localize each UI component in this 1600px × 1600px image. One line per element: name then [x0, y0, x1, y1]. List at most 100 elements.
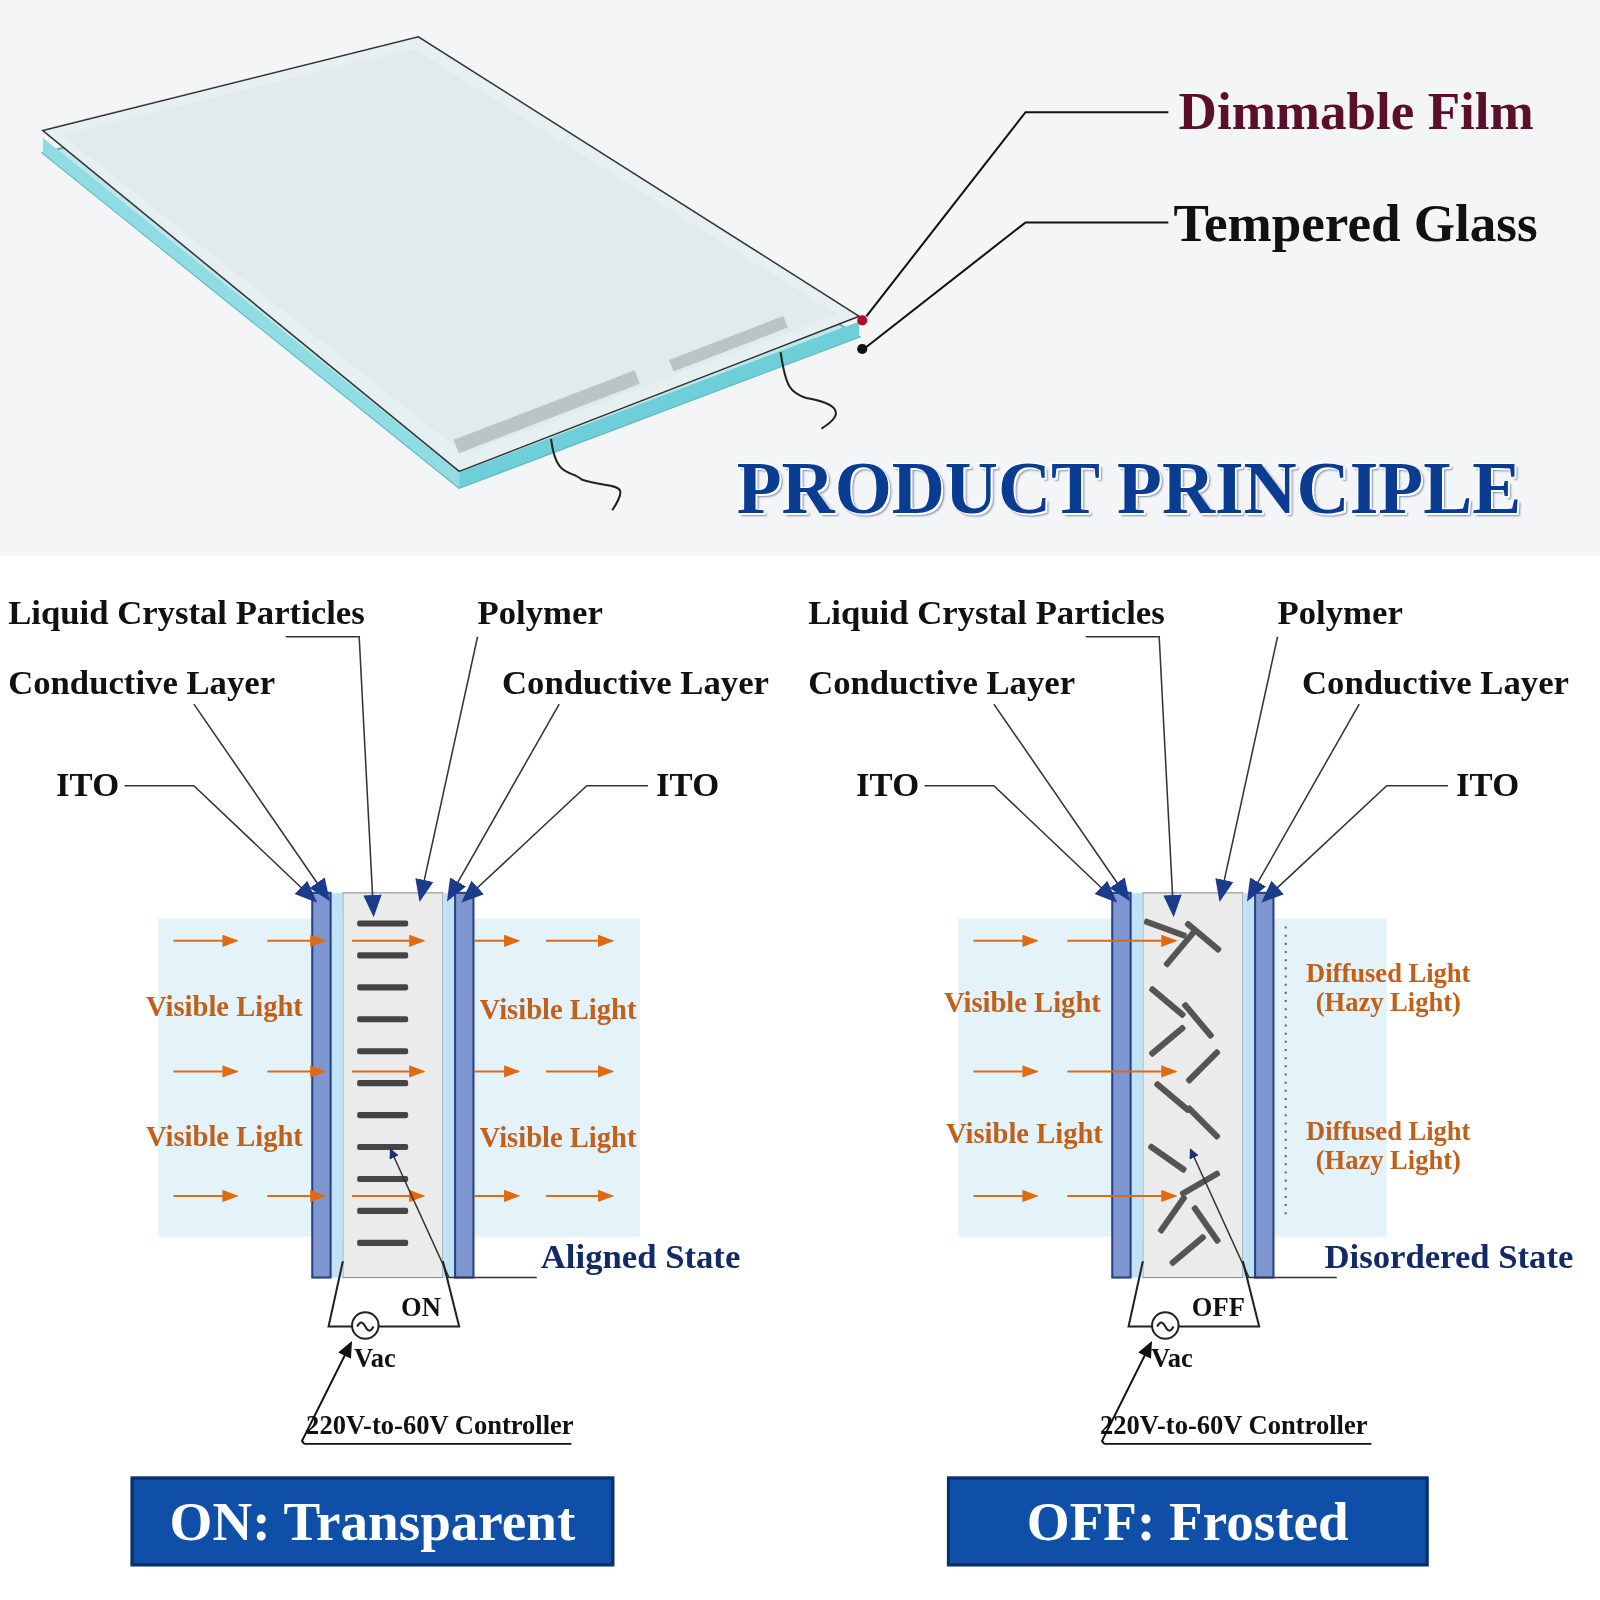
liquid-crystal	[1191, 1204, 1222, 1244]
liquid-crystal	[1185, 1104, 1221, 1140]
leader-line	[1220, 637, 1277, 898]
light-ray	[474, 1070, 518, 1072]
wire	[329, 1261, 352, 1326]
light-label: Visible Light	[946, 1118, 1103, 1149]
ito-layer	[312, 893, 330, 1278]
ito-layer	[1112, 893, 1130, 1278]
liquid-crystal	[357, 1144, 408, 1150]
liquid-crystal	[1143, 918, 1187, 939]
underline	[304, 1443, 571, 1445]
wire	[1179, 1261, 1260, 1326]
light-ray	[267, 940, 324, 942]
light-label: Visible Light	[146, 992, 303, 1023]
liquid-crystal	[1148, 1024, 1186, 1058]
ito-layer	[1255, 893, 1273, 1278]
light-ray	[973, 1195, 1036, 1197]
light-ray	[352, 1070, 423, 1072]
leader-line	[1191, 1150, 1337, 1278]
haze-dots	[1285, 927, 1287, 1215]
polymer-layer	[343, 893, 443, 1278]
part-label: 220V-to-60V Controller	[1100, 1411, 1367, 1440]
light-ray	[267, 1195, 324, 1197]
ito-layer	[455, 893, 473, 1278]
liquid-crystal	[1148, 985, 1186, 1019]
liquid-crystal	[1185, 1048, 1221, 1084]
light-label: Diffused Light (Hazy Light)	[1294, 959, 1483, 1017]
part-label: Conductive Layer	[502, 663, 769, 701]
part-label: ITO	[56, 765, 119, 803]
part-label: Liquid Crystal Particles	[808, 594, 1165, 632]
wire	[379, 1261, 460, 1326]
conductive-layer	[443, 893, 455, 1278]
part-label: Polymer	[478, 594, 603, 632]
conductive-layer	[1131, 893, 1143, 1278]
ac-symbol	[1157, 1322, 1173, 1330]
leader-line	[924, 786, 1114, 900]
part-label: Conductive Layer	[8, 663, 275, 701]
liquid-crystal	[357, 1240, 408, 1246]
light-ray	[474, 1195, 518, 1197]
ac-symbol	[357, 1322, 373, 1330]
liquid-crystal	[1153, 1080, 1191, 1114]
light-label: Visible Light	[146, 1121, 303, 1152]
liquid-crystal	[357, 1080, 408, 1086]
light-label: Visible Light	[480, 1122, 637, 1153]
part-label: Liquid Crystal Particles	[8, 594, 365, 632]
light-label: Diffused Light (Hazy Light)	[1294, 1117, 1483, 1175]
leader-line	[1249, 704, 1359, 898]
light-ray	[173, 1195, 236, 1197]
liquid-crystal	[357, 984, 408, 990]
light-label: Visible Light	[480, 995, 637, 1026]
liquid-crystal	[1181, 1001, 1215, 1039]
leader-line	[994, 704, 1128, 898]
state-box: OFF: Frosted	[947, 1477, 1429, 1567]
conductive-layer	[331, 893, 343, 1278]
part-label: OFF	[1192, 1294, 1245, 1323]
light-ray	[267, 1070, 324, 1072]
leader-line	[1086, 637, 1174, 914]
light-ray	[973, 1070, 1036, 1072]
part-label: ITO	[1456, 765, 1519, 803]
ac-source	[352, 1312, 379, 1339]
light-ray	[1067, 1070, 1175, 1072]
light-ray	[973, 940, 1036, 942]
part-label: Conductive Layer	[808, 663, 1075, 701]
liquid-crystal	[357, 1208, 408, 1214]
part-label: Vac	[1151, 1345, 1193, 1374]
ac-source	[1152, 1312, 1179, 1339]
part-label: Conductive Layer	[1302, 663, 1569, 701]
light-ray	[474, 940, 518, 942]
liquid-crystal	[357, 952, 408, 958]
part-label: Vac	[354, 1345, 396, 1374]
state-text: OFF: Frosted	[1027, 1490, 1349, 1553]
light-ray	[1067, 940, 1175, 942]
part-label: ITO	[856, 765, 919, 803]
liquid-crystal	[357, 920, 408, 926]
leader-line	[420, 637, 477, 898]
part-label: ITO	[656, 765, 719, 803]
wire	[1129, 1261, 1152, 1326]
liquid-crystal	[357, 1016, 408, 1022]
part-label: Dimmable Film	[1179, 82, 1534, 140]
light-ray	[173, 1070, 236, 1072]
leader-line	[124, 786, 314, 900]
light-ray	[1067, 1195, 1175, 1197]
light-ray	[546, 940, 612, 942]
state-text: ON: Transparent	[170, 1490, 576, 1553]
liquid-crystal	[1157, 1194, 1188, 1234]
part-label: Polymer	[1278, 594, 1403, 632]
liquid-crystal	[1147, 1143, 1187, 1174]
light-ray	[546, 1070, 612, 1072]
leader-line	[391, 1150, 537, 1278]
liquid-crystal	[357, 1048, 408, 1054]
state-box: ON: Transparent	[131, 1477, 615, 1567]
leader-line	[1264, 786, 1448, 900]
underline	[1104, 1443, 1371, 1445]
liquid-crystal	[1184, 920, 1222, 954]
light-ray	[546, 1195, 612, 1197]
polymer-layer	[1143, 893, 1243, 1278]
part-label: 220V-to-60V Controller	[306, 1411, 573, 1440]
light-ray	[173, 940, 236, 942]
title: PRODUCT PRINCIPLE	[737, 449, 1521, 530]
leader-line	[286, 637, 374, 914]
